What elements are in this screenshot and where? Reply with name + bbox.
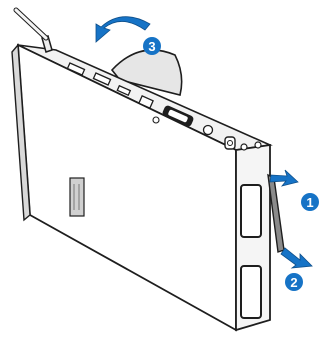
- audio-jack-icon: [204, 126, 213, 135]
- step-number-3: 3: [148, 39, 155, 54]
- step-badge-3: 3: [143, 37, 161, 55]
- brand-plate: [70, 178, 84, 216]
- arrow-step-3: [96, 17, 150, 42]
- mini-pc-device: [12, 45, 270, 330]
- step-badge-2: 2: [285, 273, 303, 291]
- vent-lower: [241, 266, 261, 318]
- vent-upper: [241, 185, 261, 237]
- arrow-step-2: [281, 248, 312, 268]
- step-number-2: 2: [290, 275, 297, 290]
- power-button-icon: [225, 137, 235, 149]
- step-badge-1: 1: [301, 193, 319, 211]
- step-number-1: 1: [306, 195, 313, 210]
